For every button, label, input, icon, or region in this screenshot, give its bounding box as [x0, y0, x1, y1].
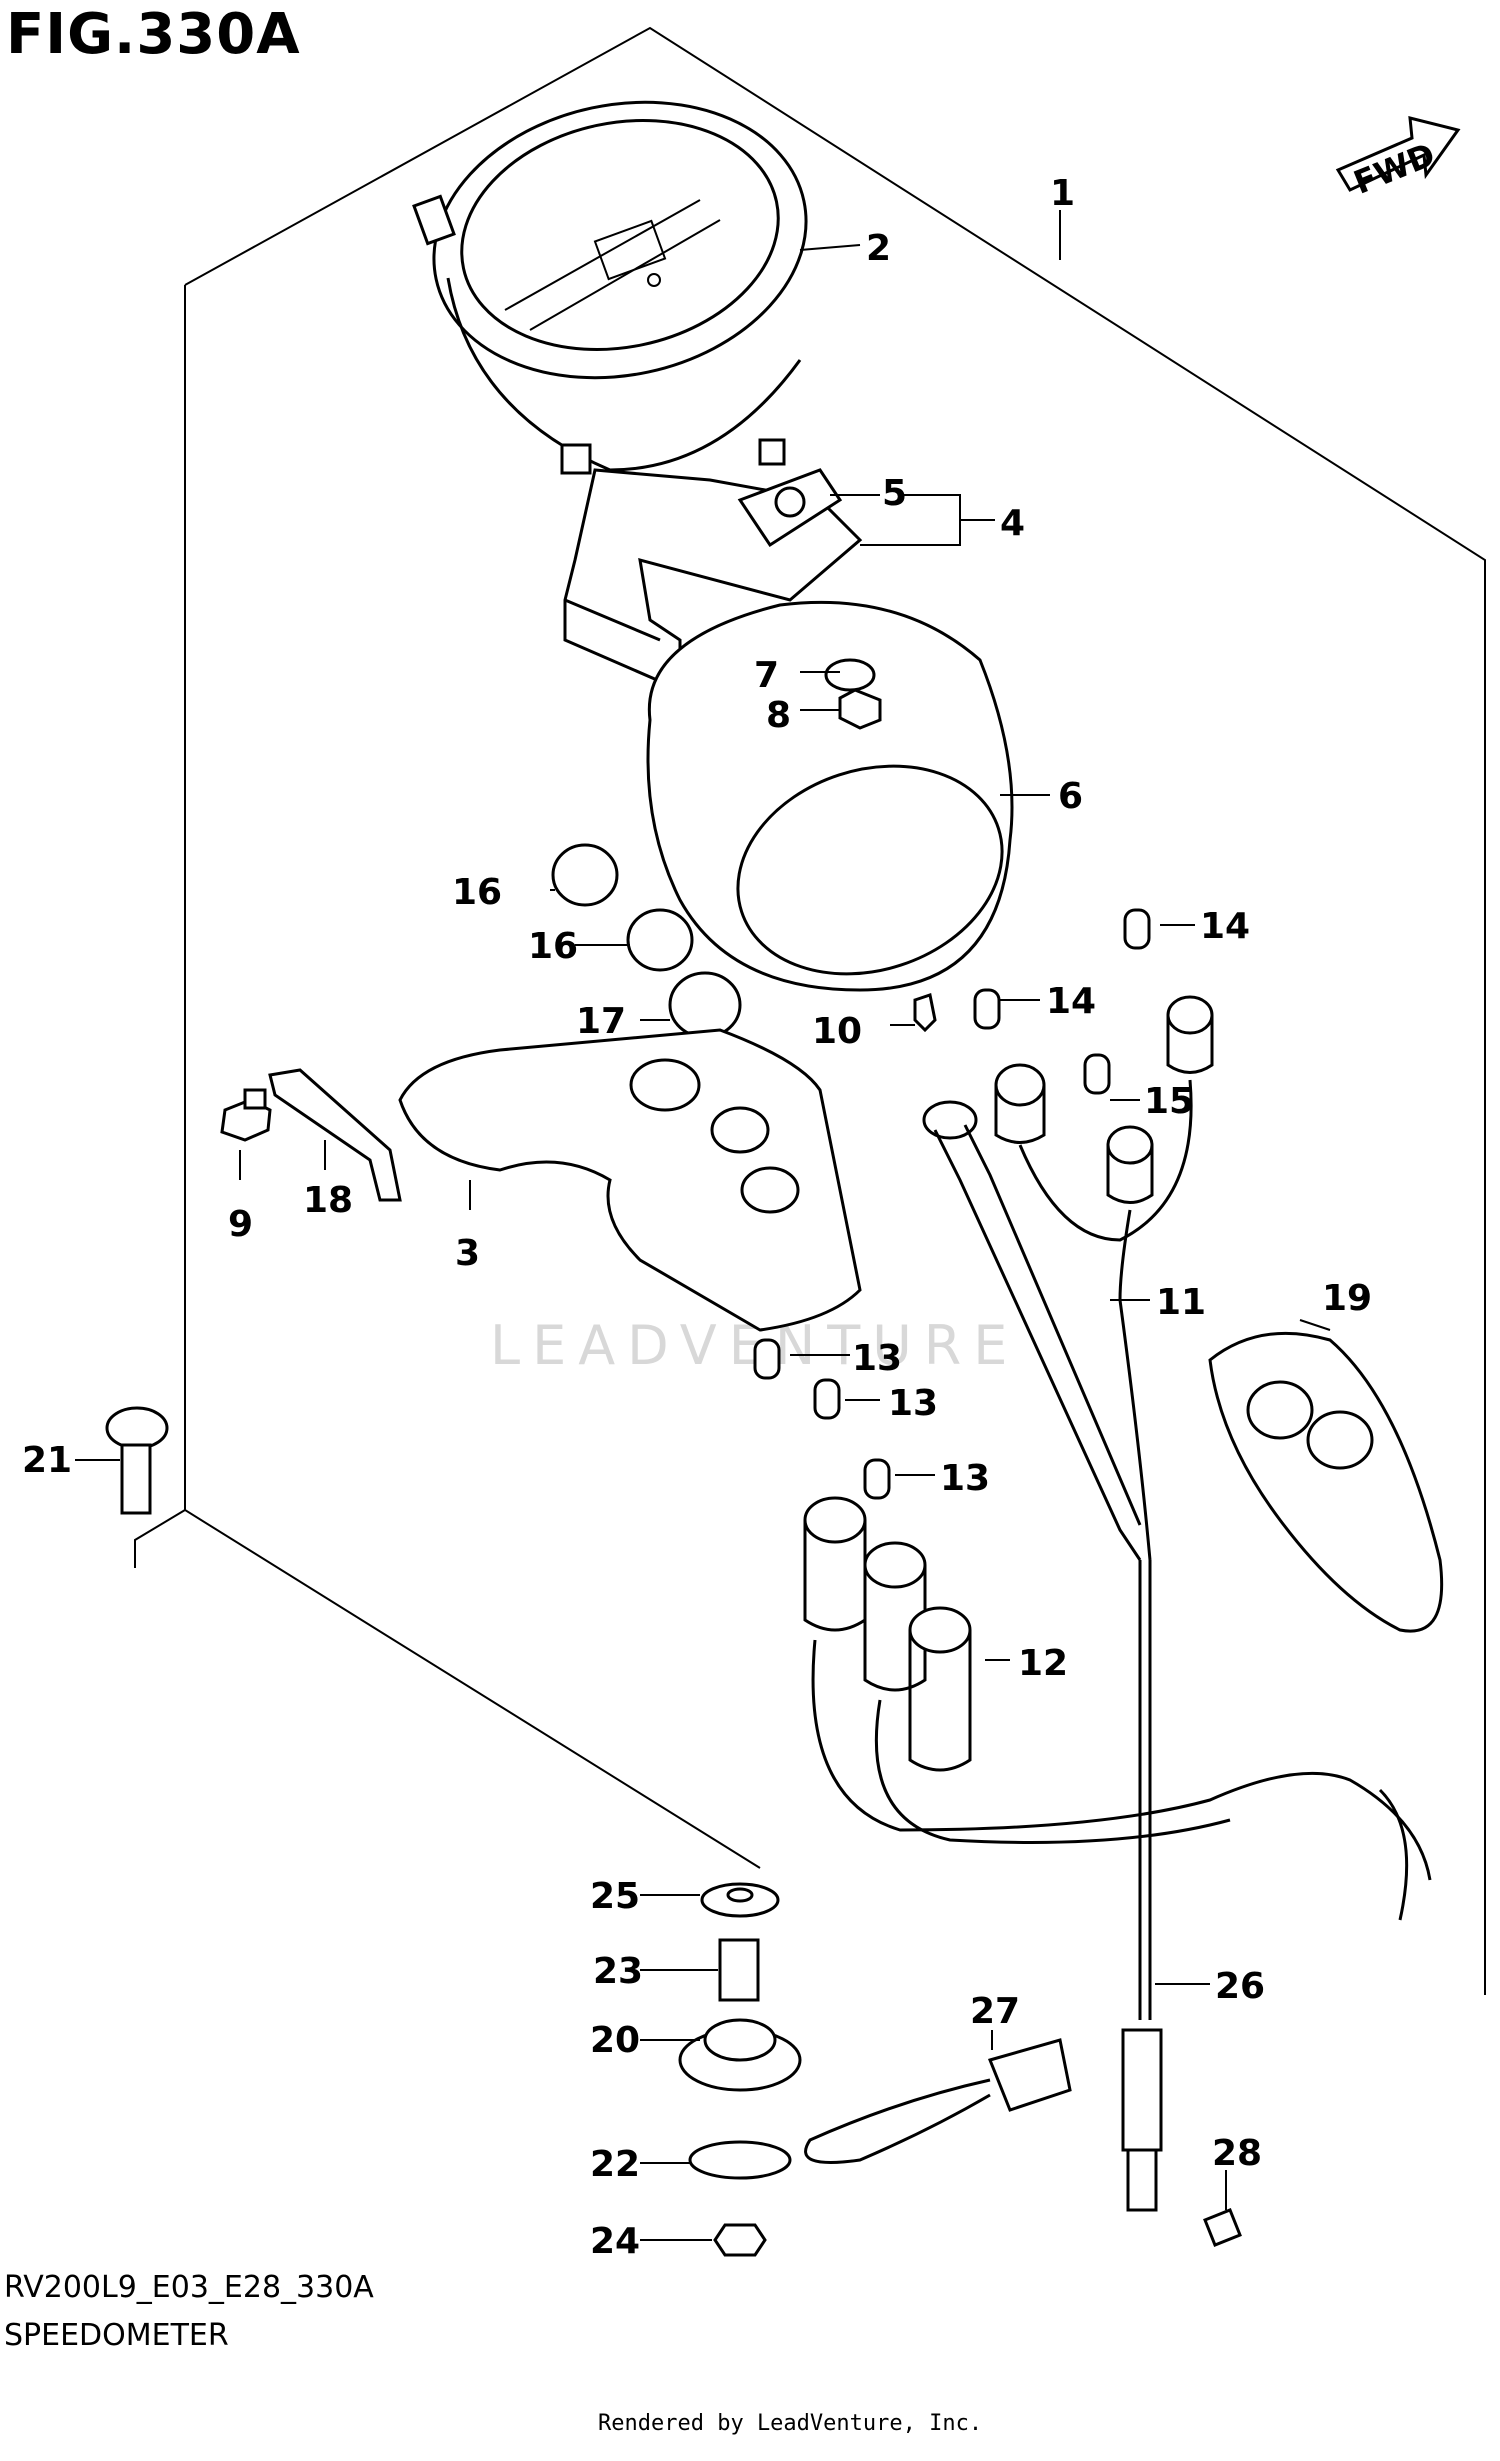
model-code: RV200L9_E03_E28_330A: [4, 2270, 374, 2305]
part-clamp-18: [268, 1068, 402, 1202]
callout-1: 1: [1050, 173, 1075, 214]
callout-16-a: 16: [452, 872, 502, 913]
callout-7: 7: [754, 655, 779, 696]
part-cover-19: [1208, 1331, 1444, 1633]
part-bulbs: [753, 908, 1151, 1500]
callout-26: 26: [1215, 1966, 1265, 2007]
callout-9: 9: [228, 1204, 253, 1245]
callout-8: 8: [766, 695, 791, 736]
part-socket-harness-11: [994, 995, 1214, 1561]
part-meter-cover: [646, 600, 1014, 992]
part-screw-28: [1203, 2208, 1242, 2247]
part-socket-harness-12: [803, 1496, 1432, 1921]
callout-23: 23: [593, 1951, 643, 1992]
callout-14-b: 14: [1046, 981, 1096, 1022]
part-grommets: [551, 843, 742, 1039]
callout-13-b: 13: [888, 1383, 938, 1424]
part-meter-case: [398, 1028, 862, 1332]
part-screw-10: [913, 993, 937, 1033]
part-bolt-21: [105, 1406, 169, 1515]
part-speedometer-cable-26: [922, 1100, 1163, 2212]
callout-11: 11: [1156, 1282, 1206, 1323]
callout-5: 5: [882, 473, 907, 514]
callout-13-a: 13: [852, 1338, 902, 1379]
callout-6: 6: [1058, 776, 1083, 817]
callout-21: 21: [22, 1440, 72, 1481]
callout-4: 4: [1000, 503, 1025, 544]
leader-lines: [75, 210, 1331, 2241]
callout-13-c: 13: [940, 1458, 990, 1499]
figure-title: FIG.330A: [6, 2, 301, 67]
callout-14-a: 14: [1200, 906, 1250, 947]
part-bolt-9: [220, 1088, 272, 1142]
callout-19: 19: [1322, 1278, 1372, 1319]
part-speedometer: [412, 100, 808, 475]
callout-16-b: 16: [528, 926, 578, 967]
callout-3: 3: [455, 1233, 480, 1274]
callout-18: 18: [303, 1180, 353, 1221]
callout-15: 15: [1144, 1081, 1194, 1122]
fwd-arrow-badge: FWD: [1335, 116, 1461, 202]
callout-24: 24: [590, 2221, 640, 2262]
callout-20: 20: [590, 2020, 640, 2061]
callouts: 1 2 3 4 5 6 7 8 9 10 11 12 13 13 13 14 1…: [22, 173, 1372, 2262]
section-name: SPEEDOMETER: [4, 2318, 229, 2353]
callout-12: 12: [1018, 1643, 1068, 1684]
callout-28: 28: [1212, 2133, 1262, 2174]
callout-25: 25: [590, 1876, 640, 1917]
callout-2: 2: [866, 228, 891, 269]
callout-27: 27: [970, 1991, 1020, 2032]
part-mount-stack: [678, 1882, 802, 2257]
rendered-by-credit: Rendered by LeadVenture, Inc.: [598, 2411, 983, 2436]
callout-22: 22: [590, 2144, 640, 2185]
callout-17: 17: [576, 1001, 626, 1042]
part-cushion: [737, 468, 843, 548]
part-harness-27: [804, 2038, 1072, 2164]
assembly-outline-path: [134, 26, 1486, 1995]
callout-10: 10: [812, 1011, 862, 1052]
